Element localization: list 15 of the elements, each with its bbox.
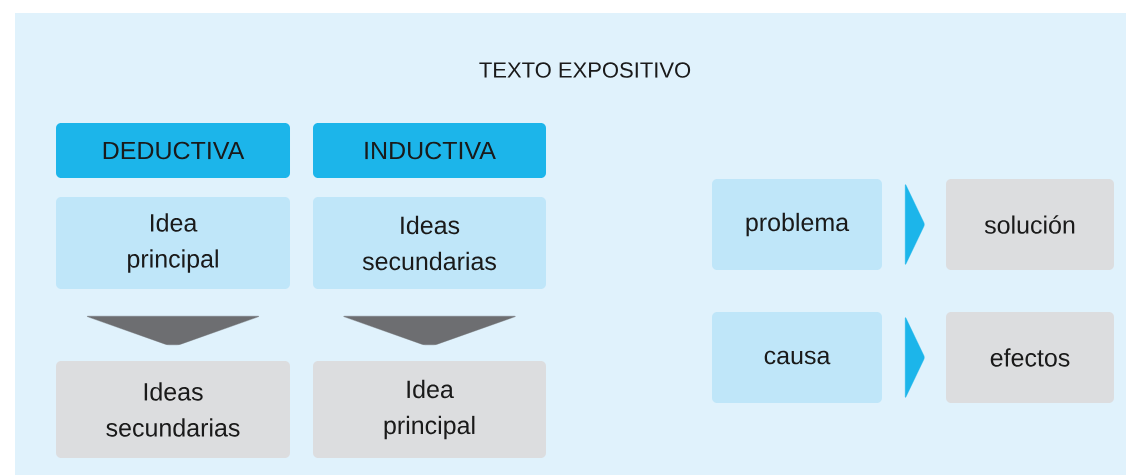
concept-box: Ideas secundarias — [56, 361, 290, 458]
arrow — [86, 316, 260, 345]
concept-box: Idea principal — [313, 361, 546, 458]
header-box: INDUCTIVA — [313, 123, 546, 178]
concept-box: solución — [946, 179, 1114, 270]
title: TEXTO EXPOSITIVO — [479, 62, 691, 78]
concept-box: efectos — [946, 312, 1114, 403]
arrow — [905, 317, 925, 398]
arrow — [343, 316, 516, 345]
header-box: DEDUCTIVA — [56, 123, 290, 178]
concept-box: problema — [712, 179, 882, 270]
concept-box: causa — [712, 312, 882, 403]
arrow — [905, 184, 925, 265]
concept-box: Ideas secundarias — [313, 197, 546, 289]
concept-box: Idea principal — [56, 197, 290, 289]
